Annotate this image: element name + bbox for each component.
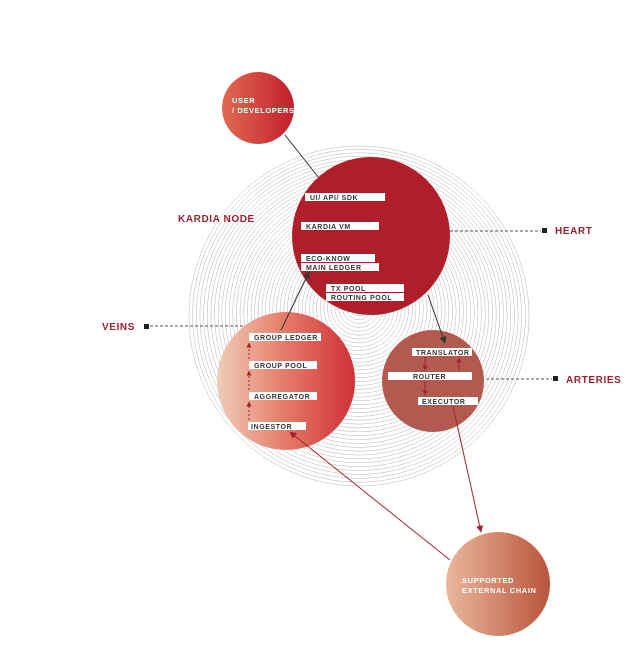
user-label-line2: / DEVELOPERS [232, 106, 295, 115]
heart-item-box [301, 263, 379, 271]
user-developers-node [222, 72, 294, 144]
heart-item-box [301, 254, 375, 262]
arteries-item-executor: EXECUTOR [422, 399, 466, 406]
arteries-leader-marker [553, 376, 558, 381]
arrow-external-to-ingestor [289, 431, 451, 561]
veins-item-group-pool: GROUP POOL [254, 363, 307, 370]
arteries-item-box [388, 372, 472, 380]
arteries-node [382, 330, 484, 432]
arteries-item-box [418, 397, 478, 405]
kardia-ring [196, 152, 522, 479]
arrow-executor-to-external [452, 405, 484, 533]
veins-item-group-ledger: GROUP LEDGER [254, 335, 318, 342]
arteries-item-translator: TRANSLATOR [416, 350, 470, 357]
user-label-line1: USER [232, 96, 255, 105]
veins-label: VEINS [102, 322, 135, 333]
heart-item-routing-pool: ROUTING POOL [331, 295, 392, 302]
arteries-item-box [412, 348, 472, 356]
veins-leader-marker [144, 324, 149, 329]
kardia-ring [188, 145, 530, 487]
veins-item-box [249, 361, 317, 369]
heart-item-ui-api-sdk: UI/ API/ SDK [310, 195, 358, 202]
kardia-ring [199, 155, 519, 475]
external-chain-node [446, 532, 550, 636]
heart-item-box [326, 293, 404, 301]
heart-item-box [326, 284, 404, 292]
kardia-node-label: KARDIA NODE [178, 214, 255, 225]
veins-item-box [249, 333, 321, 341]
kardia-ring [192, 149, 526, 483]
arteries-item-router: ROUTER [413, 374, 446, 381]
heart-item-box [301, 222, 379, 230]
heart-leader-marker [542, 228, 547, 233]
heart-item-eco-know: ECO-KNOW [306, 256, 350, 263]
heart-item-kardia-vm: KARDIA VM [306, 224, 351, 231]
heart-item-main-ledger: MAIN LEDGER [306, 265, 362, 272]
arrow-heart-to-arteries [427, 294, 447, 344]
heart-label: HEART [555, 226, 592, 237]
veins-node [217, 312, 355, 450]
external-label-line1: SUPPORTED [462, 576, 514, 585]
heart-item-tx-pool: TX POOL [331, 286, 366, 293]
veins-item-aggregator: AGGREGATOR [254, 394, 310, 401]
veins-item-box [249, 392, 317, 400]
heart-item-box [305, 193, 385, 201]
veins-item-box [248, 422, 306, 430]
arteries-label: ARTERIES [566, 375, 621, 386]
arrow-veins-to-heart [280, 271, 310, 331]
veins-item-ingestor: INGESTOR [251, 424, 292, 431]
external-label-line2: EXTERNAL CHAIN [462, 586, 537, 595]
